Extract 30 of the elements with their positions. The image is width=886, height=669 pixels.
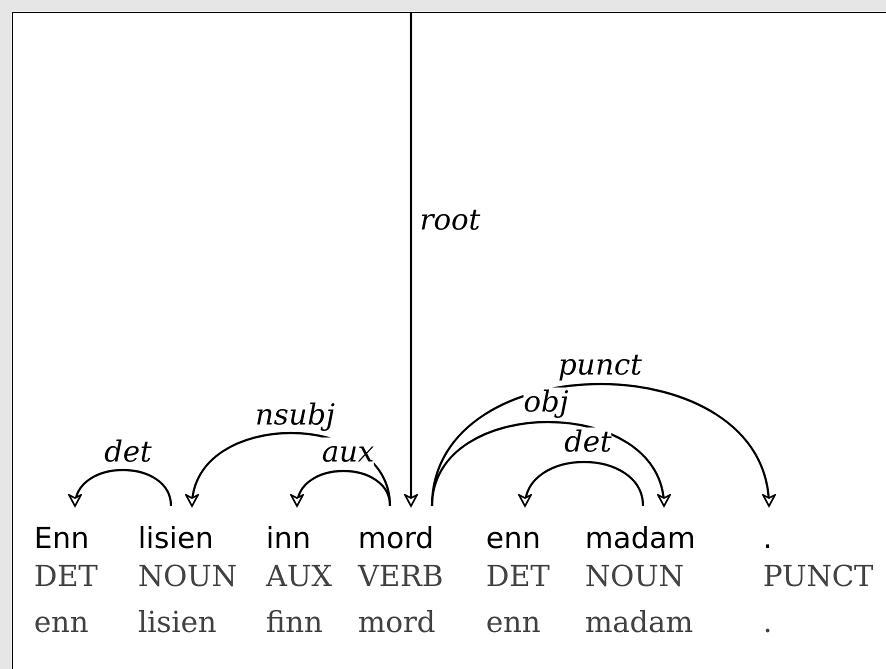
- root-arrow: [404, 12, 418, 507]
- edge-label: nsubj: [255, 400, 335, 430]
- pos-tag: NOUN: [138, 558, 237, 602]
- word-text: inn: [266, 520, 312, 557]
- arc-arrow: [430, 383, 774, 507]
- word-text: mord: [358, 520, 435, 557]
- pos-tag: VERB: [358, 558, 444, 602]
- lemma-text: enn: [34, 604, 90, 637]
- word-text: Enn: [34, 520, 90, 557]
- word-text: madam: [585, 520, 696, 557]
- lemma-text: .: [763, 604, 774, 637]
- lemma-text: lisien: [138, 604, 218, 637]
- word-text: enn: [486, 520, 542, 557]
- lemma-text: madam: [585, 604, 694, 637]
- arc-arrow: [70, 468, 172, 507]
- pos-tag: DET: [486, 558, 550, 602]
- edge-label: obj: [524, 388, 568, 416]
- edge-label: aux: [322, 438, 374, 466]
- lemma-text: enn: [486, 604, 542, 637]
- pos-tag: NOUN: [585, 558, 696, 602]
- pos-tag: DET: [34, 558, 98, 602]
- word-text: lisien: [138, 520, 215, 557]
- pos-tag: AUX: [266, 558, 332, 602]
- arc-arrow: [292, 470, 392, 507]
- lemma-text: mord: [358, 604, 436, 637]
- arc-arrow: [430, 421, 669, 507]
- lemma-text: finn: [266, 604, 324, 637]
- pos-tag: PUNCT: [763, 558, 874, 602]
- word-text: .: [763, 520, 774, 557]
- arc-arrow: [520, 460, 644, 507]
